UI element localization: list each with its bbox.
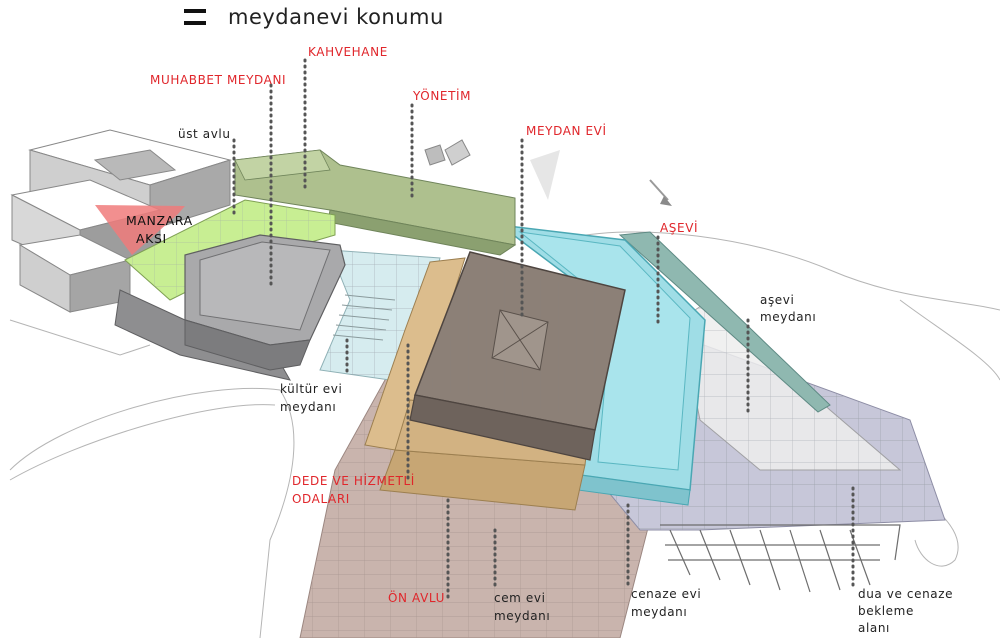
label-dua-ve-cenaze: dua ve cenaze xyxy=(858,587,954,601)
label-on-avlu: ÖN AVLU xyxy=(388,591,445,605)
label-cem-evi: cem evi xyxy=(494,591,546,605)
label-asevi: AŞEVİ xyxy=(660,221,699,235)
leader-lines xyxy=(232,58,855,599)
label-yonetim: YÖNETİM xyxy=(413,89,472,103)
label-dede-odalari: DEDE VE HİZMETLİ xyxy=(292,474,415,488)
label-meydan-evi: MEYDAN EVİ xyxy=(526,124,607,138)
label-cenaze-evi: cenaze evi xyxy=(631,587,702,601)
label-muhabbet-meydani: MUHABBET MEYDANI xyxy=(150,73,287,87)
page-title: meydanevi konumu xyxy=(228,5,444,29)
label-kultur-evi-meydani: meydanı xyxy=(280,400,337,414)
label-ust-avlu: üst avlu xyxy=(178,127,231,141)
label-asevi-meydani-2: meydanı xyxy=(760,310,817,324)
label-aksi: AKSI xyxy=(136,231,167,246)
label-cem-evi-meydani: meydanı xyxy=(494,609,551,623)
title-mark-icon xyxy=(184,9,206,29)
label-asevi-meydani: aşevi xyxy=(760,293,795,307)
label-bekleme: bekleme xyxy=(858,604,914,618)
teal-strip xyxy=(618,231,831,413)
label-cenaze-evi-meydani: meydanı xyxy=(631,605,688,619)
direction-arrow xyxy=(649,179,669,201)
label-manzara: MANZARA xyxy=(126,213,193,228)
stairs xyxy=(332,294,396,341)
label-dede-odalari-2: ODALARI xyxy=(292,492,350,506)
context-lines xyxy=(9,231,1000,639)
canopy xyxy=(660,524,901,593)
label-kahvehane: KAHVEHANE xyxy=(308,45,388,59)
label-alani: alanı xyxy=(858,621,890,635)
label-kultur-evi: kültür evi xyxy=(280,382,343,396)
manzara-aksi-arrow xyxy=(95,205,185,255)
